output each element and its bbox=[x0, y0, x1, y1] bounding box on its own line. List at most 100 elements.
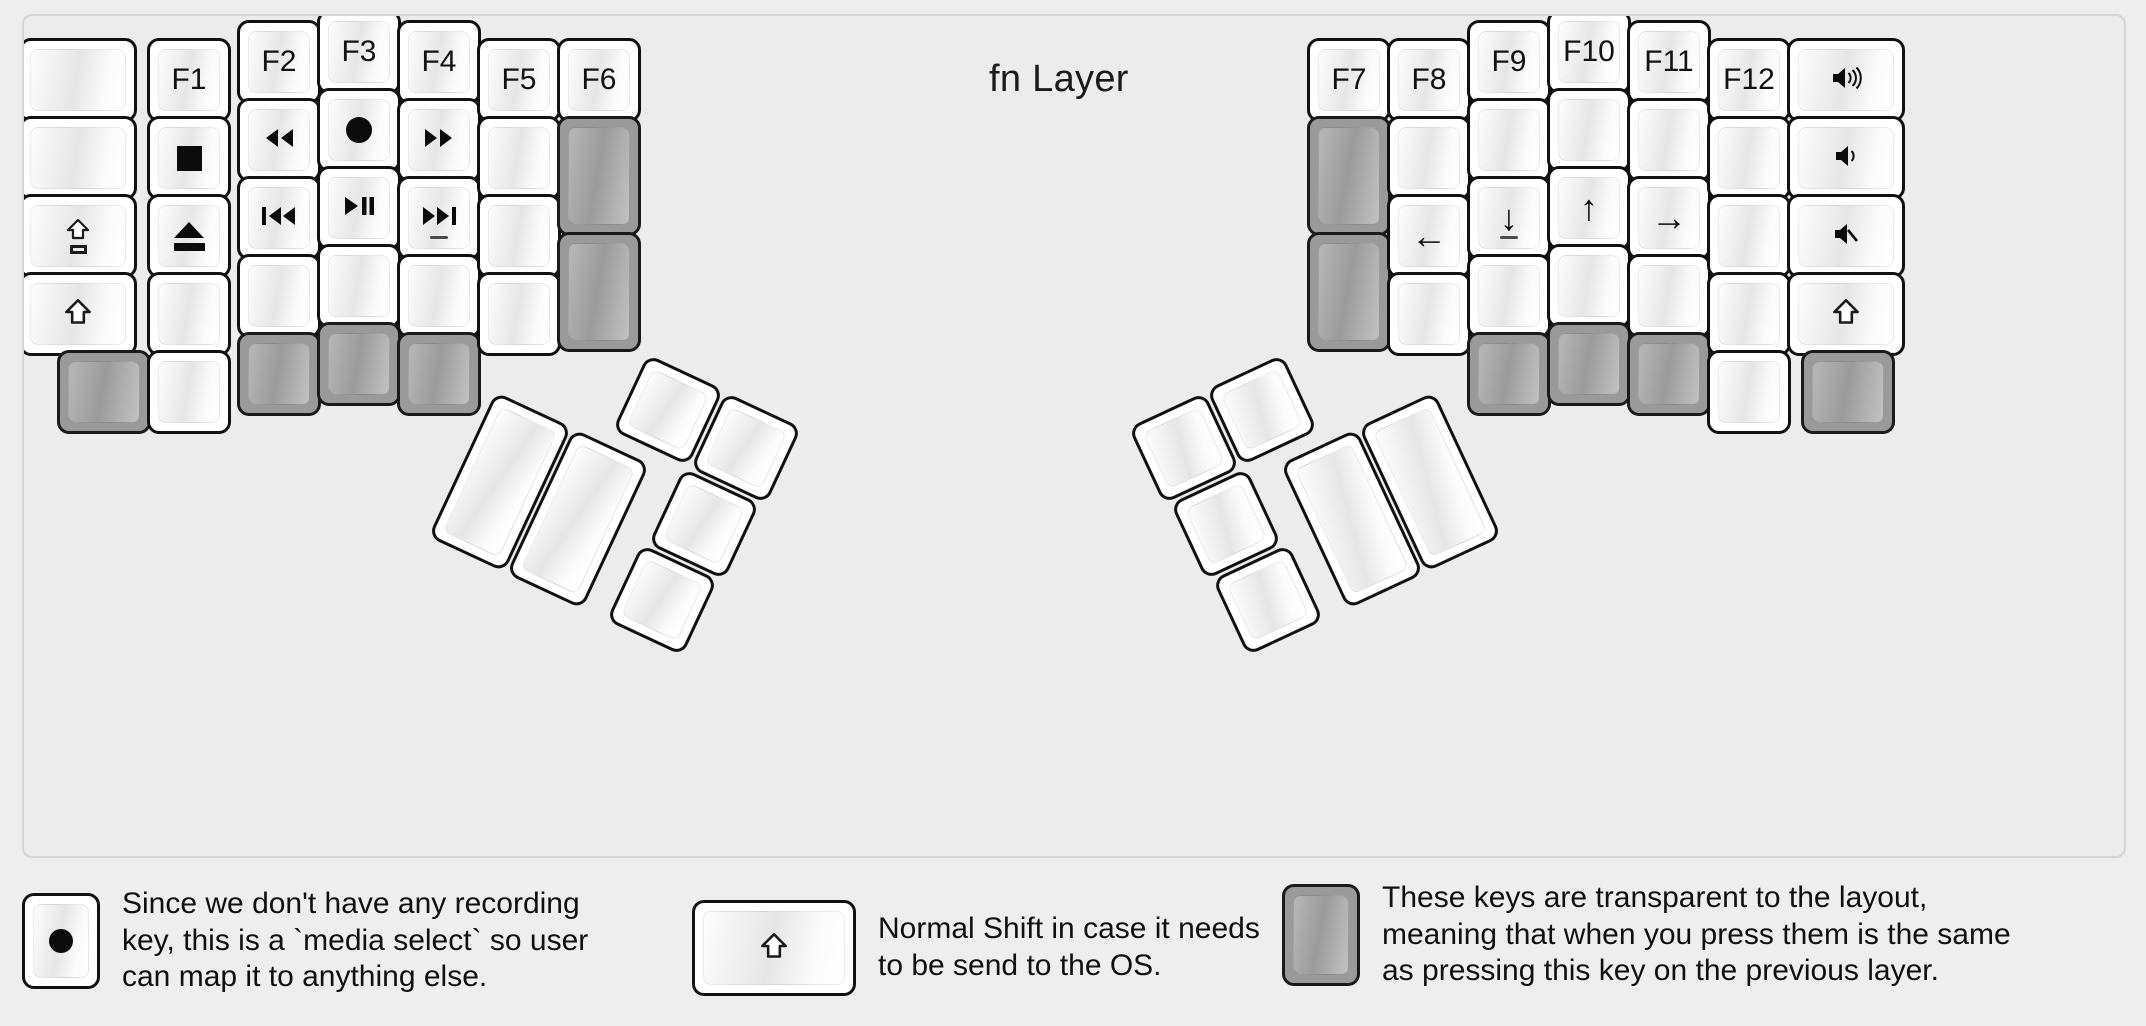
key-left-r1-c7[interactable]: F6 bbox=[557, 38, 641, 122]
key-left-r4-c4[interactable] bbox=[317, 244, 401, 328]
key-right-r1-c4[interactable]: F10 bbox=[1547, 16, 1631, 94]
key-left-r1-c3[interactable]: F2 bbox=[237, 20, 321, 104]
keycap bbox=[1398, 127, 1460, 189]
key-right-r4-c5[interactable] bbox=[1627, 254, 1711, 338]
key-right-r3-c4[interactable]: ↑ bbox=[1547, 166, 1631, 250]
key-right-r2-c1[interactable] bbox=[1307, 116, 1391, 236]
key-left-r3-c4[interactable] bbox=[317, 166, 401, 250]
key-left-r1-c4[interactable]: F3 bbox=[317, 16, 401, 94]
key-left-r2-c3[interactable] bbox=[237, 98, 321, 182]
key-right-r1-c1[interactable]: F7 bbox=[1307, 38, 1391, 122]
keycap bbox=[488, 205, 550, 267]
key-left-r5-c4[interactable] bbox=[317, 322, 401, 406]
key-left-r5-c2[interactable] bbox=[147, 350, 231, 434]
key-left-r5-c5[interactable] bbox=[397, 332, 481, 416]
key-right-r5-c6[interactable] bbox=[1707, 350, 1791, 434]
key-left-r4-c2[interactable] bbox=[147, 272, 231, 356]
key-left-r3-c5[interactable] bbox=[397, 176, 481, 260]
key-left-r3-c6[interactable] bbox=[477, 194, 561, 278]
key-right-r5-c4[interactable] bbox=[1547, 322, 1631, 406]
shift-arrow-icon bbox=[1832, 298, 1860, 331]
key-left-r4-c1[interactable] bbox=[24, 272, 137, 356]
keycap bbox=[1798, 205, 1894, 267]
key-right-r5-c3[interactable] bbox=[1467, 332, 1551, 416]
key-right-r4-c7[interactable] bbox=[1787, 272, 1905, 356]
page-title: fn Layer bbox=[989, 58, 1129, 100]
key-left-r2-c5[interactable] bbox=[397, 98, 481, 182]
keycap bbox=[626, 368, 710, 452]
key-left-r4-c5[interactable] bbox=[397, 254, 481, 338]
key-right-r4-c6[interactable] bbox=[1707, 272, 1791, 356]
key-right-r4-c4[interactable] bbox=[1547, 244, 1631, 328]
key-right-r1-c6[interactable]: F12 bbox=[1707, 38, 1791, 122]
keycap: F7 bbox=[1318, 49, 1380, 111]
key-left-r1-c1[interactable] bbox=[24, 38, 137, 122]
media-fast-forward-icon bbox=[422, 127, 456, 154]
key-right-r2-c3[interactable] bbox=[1467, 98, 1551, 182]
keycap: ↓ bbox=[1478, 187, 1540, 249]
key-left-r3-c7[interactable] bbox=[557, 232, 641, 352]
key-right-r4-c3[interactable] bbox=[1467, 254, 1551, 338]
key-right-r3-c6[interactable] bbox=[1707, 194, 1791, 278]
key-right-r2-c5[interactable] bbox=[1627, 98, 1711, 182]
volume-up-icon bbox=[1830, 65, 1862, 96]
shift-arrow-icon bbox=[760, 932, 788, 965]
key-right-r2-c6[interactable] bbox=[1707, 116, 1791, 200]
key-right-r1-c7[interactable] bbox=[1787, 38, 1905, 122]
key-right-r3-c3[interactable]: ↓ bbox=[1467, 176, 1551, 260]
keycap bbox=[488, 283, 550, 345]
legend-key-record bbox=[22, 892, 100, 989]
keyboard-board: fn Layer bbox=[22, 14, 2126, 858]
key-left-r5-c3[interactable] bbox=[237, 332, 321, 416]
keycap: F11 bbox=[1638, 31, 1700, 93]
key-left-r3-c1[interactable] bbox=[24, 194, 137, 278]
keycap bbox=[703, 911, 845, 985]
key-right-r2-c4[interactable] bbox=[1547, 88, 1631, 172]
keycap: F4 bbox=[408, 31, 470, 93]
key-right-r1-c2[interactable]: F8 bbox=[1387, 38, 1471, 122]
key-right-r4-c2[interactable] bbox=[1387, 272, 1471, 356]
key-left-r4-c6[interactable] bbox=[477, 272, 561, 356]
key-right-r3-c2[interactable]: ← bbox=[1387, 194, 1471, 278]
key-right-r2-c7[interactable] bbox=[1787, 116, 1905, 200]
key-left-r2-c6[interactable] bbox=[477, 116, 561, 200]
keycap bbox=[1318, 127, 1380, 225]
key-right-r1-c3[interactable]: F9 bbox=[1467, 20, 1551, 104]
keycap bbox=[328, 99, 390, 161]
key-left-r3-c3[interactable] bbox=[237, 176, 321, 260]
home-row-dash bbox=[1500, 236, 1518, 239]
key-right-r5-c7[interactable] bbox=[1801, 350, 1895, 434]
key-left-r2-c7[interactable] bbox=[557, 116, 641, 236]
key-left-r2-c1[interactable] bbox=[24, 116, 137, 200]
keycap: F2 bbox=[248, 31, 310, 93]
keycap: F9 bbox=[1478, 31, 1540, 93]
keycap bbox=[33, 903, 89, 978]
key-right-r3-c1[interactable] bbox=[1307, 232, 1391, 352]
key-left-r3-c2[interactable] bbox=[147, 194, 231, 278]
key-left-r2-c2[interactable] bbox=[147, 116, 231, 200]
key-right-r3-c7[interactable] bbox=[1787, 194, 1905, 278]
keycap bbox=[328, 255, 390, 317]
keycap: F1 bbox=[158, 49, 220, 111]
volume-mute-icon bbox=[1832, 221, 1860, 252]
keycap bbox=[1812, 361, 1884, 423]
keycap: F3 bbox=[328, 21, 390, 83]
key-right-r1-c5[interactable]: F11 bbox=[1627, 20, 1711, 104]
media-stop-icon bbox=[176, 145, 202, 171]
key-left-r1-c2[interactable]: F1 bbox=[147, 38, 231, 122]
key-left-r1-c5[interactable]: F4 bbox=[397, 20, 481, 104]
keycap bbox=[1226, 558, 1310, 642]
key-right-r5-c5[interactable] bbox=[1627, 332, 1711, 416]
legend-text-transparent: These keys are transparent to the layout… bbox=[1382, 881, 2011, 988]
key-left-r5-c1[interactable] bbox=[57, 350, 151, 434]
key-left-r4-c3[interactable] bbox=[237, 254, 321, 338]
key-left-r1-c6[interactable]: F5 bbox=[477, 38, 561, 122]
keycap bbox=[568, 127, 630, 225]
key-right-r2-c2[interactable] bbox=[1387, 116, 1471, 200]
media-record-icon bbox=[346, 117, 372, 143]
key-label: F12 bbox=[1723, 63, 1775, 96]
key-right-r3-c5[interactable]: → bbox=[1627, 176, 1711, 260]
legend-key-transparent bbox=[1282, 883, 1360, 986]
key-left-r2-c4[interactable] bbox=[317, 88, 401, 172]
arrow-down-icon: ↓ bbox=[1500, 197, 1518, 238]
